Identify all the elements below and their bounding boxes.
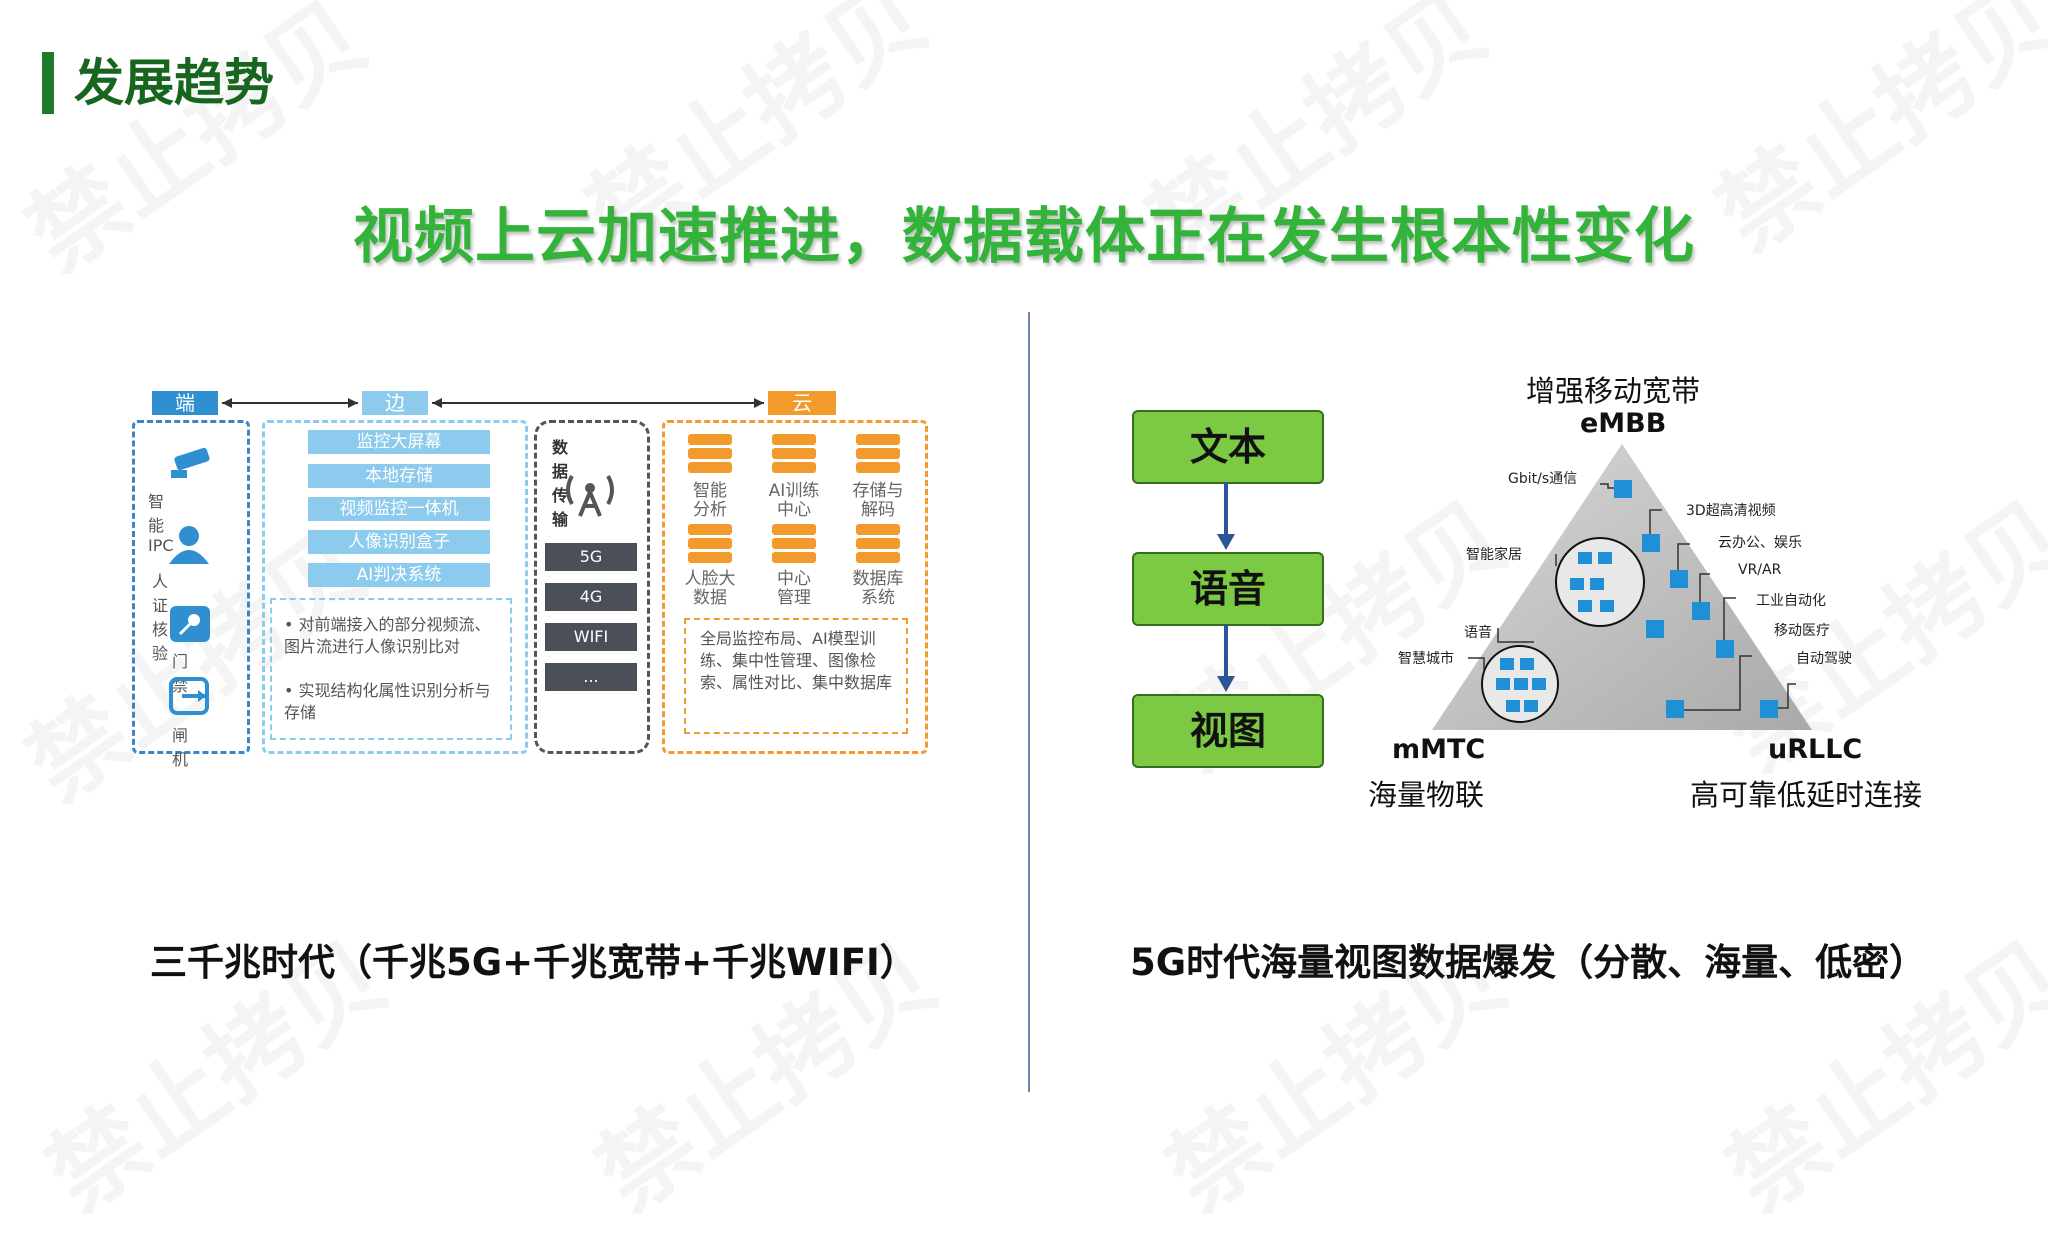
- urllc-en: uRLLC: [1768, 734, 1863, 765]
- tier-header-cloud: 云: [768, 391, 836, 415]
- flow-arrowhead: [1217, 676, 1235, 692]
- gate-icon: [168, 676, 212, 720]
- edge-notes-box: [270, 598, 512, 740]
- edge-item-ai-system: AI判决系统: [308, 563, 490, 587]
- flow-box-voice: 语音: [1132, 552, 1324, 626]
- network-5g: 5G: [545, 543, 637, 571]
- urllc-cn: 高可靠低延时连接: [1690, 778, 1923, 812]
- edge-item-appliance: 视频监控一体机: [308, 497, 490, 521]
- edge-box: [262, 420, 528, 754]
- edge-item-face-box: 人像识别盒子: [308, 530, 490, 554]
- edge-note-1: • 对前端接入的部分视频流、图片流进行人像识别比对: [284, 615, 491, 656]
- left-caption: 三千兆时代（千兆5G+千兆宽带+千兆WIFI）: [150, 941, 917, 984]
- cloud-note-box: [684, 618, 908, 734]
- endpoint-label-gate: 闸机: [172, 726, 189, 769]
- cloud-label-database: 数据库 系统: [852, 569, 904, 608]
- title-accent-bar: [42, 52, 54, 114]
- cloud-label-ai-training: AI训练 中心: [768, 481, 820, 520]
- cloud-label-storage: 存储与 解码: [852, 481, 904, 520]
- endpoint-box: [132, 420, 250, 754]
- transport-box: [534, 420, 650, 754]
- network-4g: 4G: [545, 583, 637, 611]
- page-title: 发展趋势: [74, 54, 274, 112]
- vertical-divider: [1028, 312, 1030, 1092]
- flow-arrow: [1224, 624, 1228, 676]
- label-mobile-medical: 移动医疗: [1774, 623, 1830, 639]
- flow-box-text: 文本: [1132, 410, 1324, 484]
- cloud-box: [662, 420, 928, 754]
- network-more: ...: [545, 663, 637, 691]
- server-icon: [772, 524, 816, 566]
- embb-en: eMBB: [1580, 408, 1667, 439]
- tier-connector-arrows: [222, 398, 764, 408]
- label-voice: 语音: [1464, 625, 1492, 641]
- label-smart-home: 智能家居: [1466, 547, 1522, 563]
- tier-header-endpoint: 端: [152, 391, 218, 415]
- embb-cn: 增强移动宽带: [1526, 374, 1701, 408]
- right-caption: 5G时代海量视图数据爆发（分散、海量、低密）: [1130, 941, 1927, 984]
- label-cloud-office: 云办公、娱乐: [1718, 535, 1802, 551]
- headline: 视频上云加速推进，数据载体正在发生根本性变化: [353, 202, 1695, 272]
- camera-icon: [167, 446, 215, 486]
- flow-arrowhead: [1217, 534, 1235, 550]
- label-industrial: 工业自动化: [1756, 593, 1826, 609]
- edge-note-2: • 实现结构化属性识别分析与存储: [284, 681, 491, 722]
- mmtc-cn: 海量物联: [1368, 778, 1485, 812]
- server-icon: [856, 524, 900, 566]
- transport-title: 数据传输: [552, 438, 569, 529]
- 5g-scenario-triangle: [1432, 444, 1812, 730]
- label-gbit: Gbit/s通信: [1508, 471, 1578, 487]
- endpoint-label-verify: 人证核验: [152, 572, 169, 663]
- edge-item-screen: 监控大屏幕: [308, 430, 490, 454]
- label-vr-ar: VR/AR: [1738, 562, 1782, 578]
- cloud-label-management: 中心 管理: [777, 569, 811, 608]
- server-icon: [772, 434, 816, 476]
- tier-header-edge: 边: [362, 391, 428, 415]
- flow-arrow: [1224, 482, 1228, 534]
- network-wifi: WIFI: [545, 623, 637, 651]
- server-icon: [856, 434, 900, 476]
- label-autonomous: 自动驾驶: [1796, 651, 1852, 667]
- mmtc-en: mMTC: [1392, 734, 1486, 765]
- cloud-note: 全局监控布局、AI模型训练、集中性管理、图像检索、属性对比、集中数据库: [700, 629, 893, 692]
- server-icon: [688, 434, 732, 476]
- server-icon: [688, 524, 732, 566]
- label-smart-city: 智慧城市: [1398, 651, 1454, 667]
- cloud-label-analysis: 智能 分析: [693, 481, 727, 520]
- endpoint-label-ipc: 智能IPC: [148, 492, 174, 555]
- label-3d-video: 3D超高清视频: [1686, 503, 1776, 519]
- cloud-label-face-data: 人脸大 数据: [684, 569, 736, 608]
- key-icon: [168, 604, 212, 648]
- person-icon: [166, 524, 212, 568]
- antenna-icon: [562, 466, 618, 522]
- flow-box-view: 视图: [1132, 694, 1324, 768]
- edge-item-storage: 本地存储: [308, 464, 490, 488]
